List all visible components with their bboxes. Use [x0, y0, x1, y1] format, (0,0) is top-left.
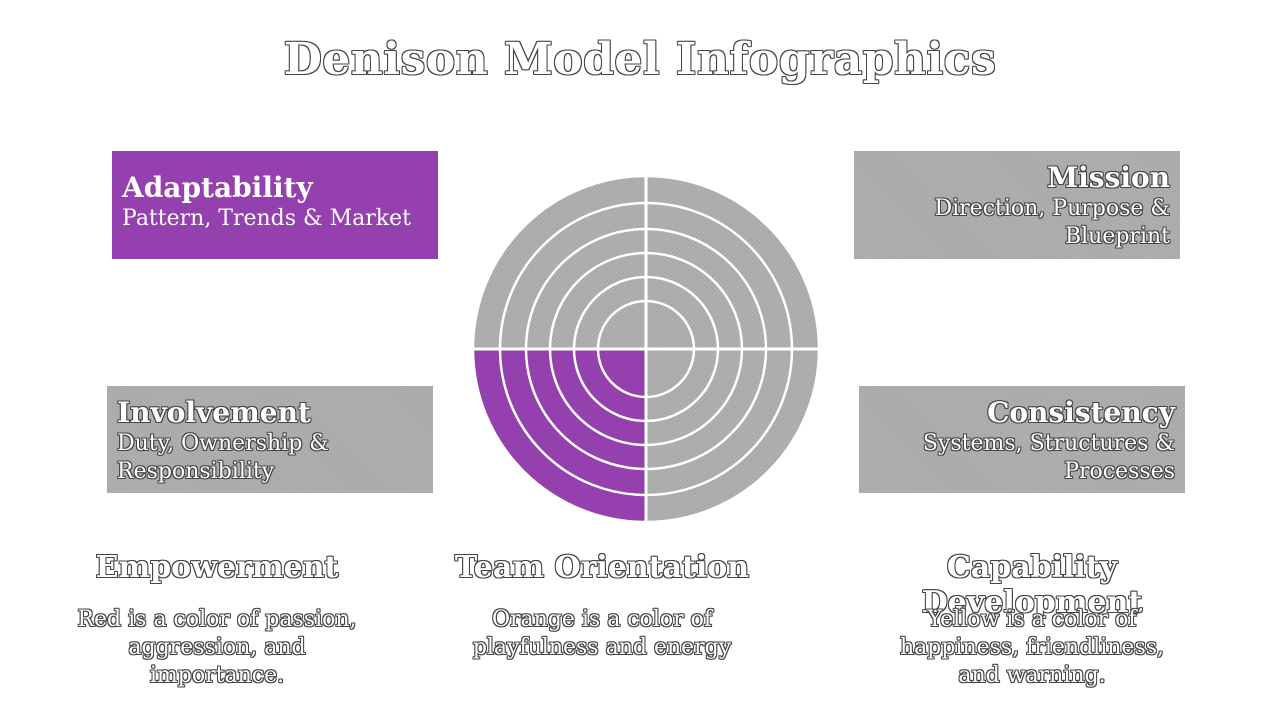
involvement-box: Involvement Duty, Ownership & Responsibi… — [107, 386, 433, 493]
involvement-text: Duty, Ownership & Responsibility — [117, 431, 329, 484]
page-title: Denison Model Infographics — [283, 34, 997, 85]
concentric-wheel-diagram — [470, 173, 822, 525]
team-orientation-text: Orange is a color of playfulness and ene… — [472, 607, 732, 660]
consistency-box: Consistency Systems, Structures & Proces… — [859, 386, 1185, 493]
adaptability-text: Pattern, Trends & Market — [122, 206, 411, 231]
adaptability-heading: Adaptability — [122, 171, 313, 204]
quadrant-top-left — [473, 176, 646, 349]
mission-text: Direction, Purpose & Blueprint — [934, 196, 1170, 249]
cross-dividers — [470, 173, 822, 525]
empowerment-heading: Empowerment — [95, 550, 339, 585]
mission-box: Mission Direction, Purpose & Blueprint — [854, 151, 1180, 259]
mission-heading: Mission — [1047, 161, 1170, 194]
consistency-heading: Consistency — [987, 396, 1175, 429]
capability-development-heading: Capability Development — [921, 550, 1143, 620]
quadrant-bottom-right — [646, 349, 819, 522]
team-orientation-heading: Team Orientation — [454, 550, 750, 585]
adaptability-box: Adaptability Pattern, Trends & Market — [112, 151, 438, 259]
capability-development-text: Yellow is a color of happiness, friendli… — [899, 607, 1165, 688]
quadrant-bottom-left-highlight — [473, 349, 646, 522]
quadrant-top-right — [646, 176, 819, 349]
consistency-text: Systems, Structures & Processes — [922, 431, 1175, 484]
empowerment-text: Red is a color of passion, aggression, a… — [77, 607, 357, 688]
involvement-heading: Involvement — [117, 396, 311, 429]
